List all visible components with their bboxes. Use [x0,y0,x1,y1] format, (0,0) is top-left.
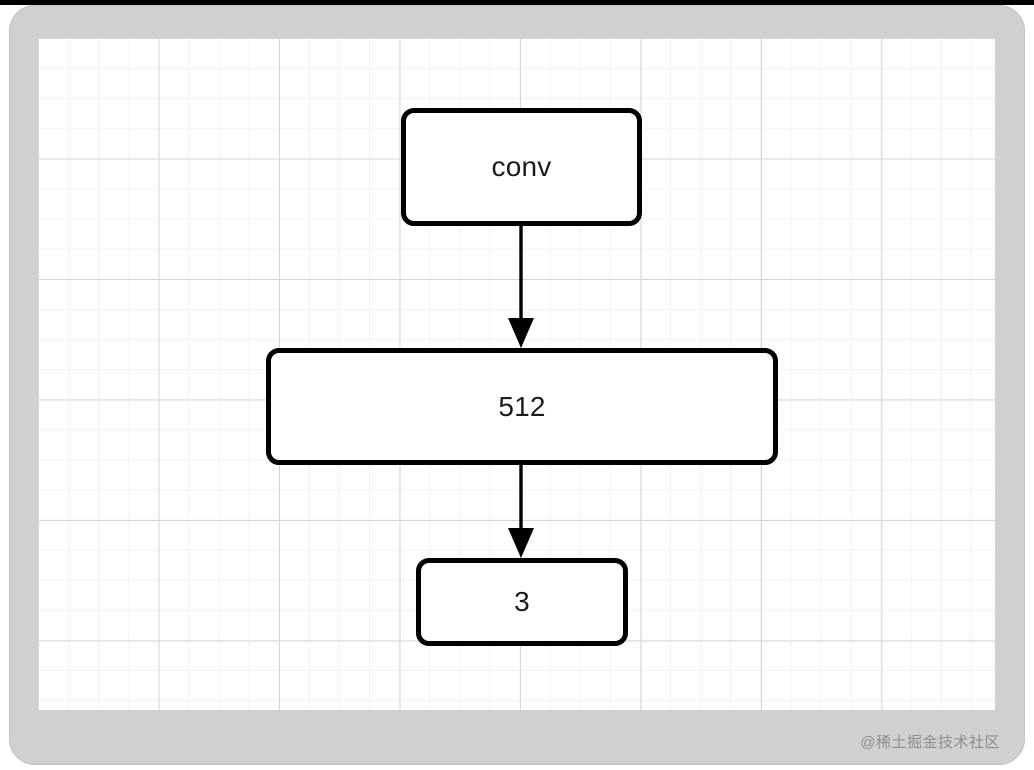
top-edge-strip [0,0,1034,5]
node-512-label: 512 [498,390,546,422]
node-conv[interactable]: conv [401,108,642,226]
node-512[interactable]: 512 [266,348,778,465]
node-3-label: 3 [514,586,530,617]
node-3[interactable]: 3 [416,558,628,646]
node-conv-label: conv [491,151,552,182]
edge-conv-to-512[interactable] [508,226,534,348]
edge-512-to-3[interactable] [508,465,534,558]
watermark-text: @稀土掘金技术社区 [860,734,1000,751]
